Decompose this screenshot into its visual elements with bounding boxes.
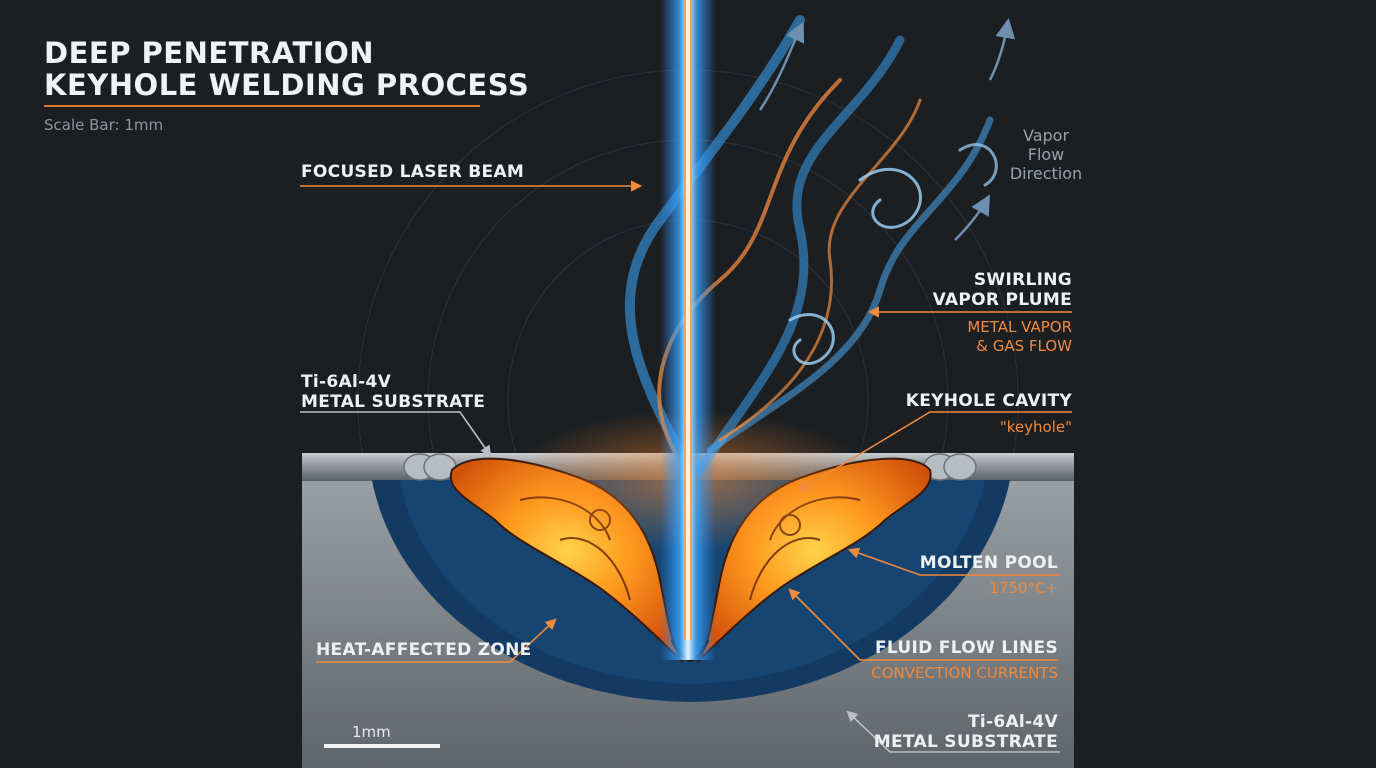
vapor-plume-label-2: VAPOR PLUME [932,290,1072,310]
scale-bar [324,744,440,748]
substrate-bottom-label-2: METAL SUBSTRATE [873,732,1058,752]
laser-beam-label: FOCUSED LASER BEAM [301,162,525,182]
vapor-flow-line2: Flow [1027,145,1065,164]
vapor-flow-line1: Vapor [1022,126,1070,145]
substrate-top-label-1: Ti-6Al-4V [301,372,392,392]
vapor-plume-label-1: SWIRLING [973,270,1072,290]
vapor-flow-direction-label: Vapor Flow Direction [1000,126,1092,183]
molten-pool-label: MOLTEN POOL [919,553,1058,573]
substrate-top-label-2: METAL SUBSTRATE [301,392,486,412]
title-line-1: DEEP PENETRATION [44,36,374,70]
vapor-plume [625,15,998,475]
title-line-2: KEYHOLE WELDING PROCESS [44,68,530,102]
heat-affected-zone-label: HEAT-AFFECTED ZONE [316,640,532,660]
title-underline [44,105,480,107]
keyhole-cavity-label: KEYHOLE CAVITY [905,391,1072,411]
fluid-flow-sub: CONVECTION CURRENTS [871,664,1058,682]
fluid-flow-label: FLUID FLOW LINES [874,638,1058,658]
vapor-plume-sub-1: METAL VAPOR [967,318,1072,336]
leader-lines [300,180,1072,753]
substrate-bottom-label-1: Ti-6Al-4V [967,712,1058,732]
scale-caption: Scale Bar: 1mm [44,116,164,134]
weld-ripples [403,453,977,481]
scale-bar-label: 1mm [352,723,391,741]
molten-pool-temp: 1750°C+ [989,579,1058,597]
vapor-flow-line3: Direction [1009,164,1083,183]
keyhole-cavity-sub: "keyhole" [999,418,1072,436]
vapor-direction-arrows [758,18,1016,241]
vapor-plume-sub-2: & GAS FLOW [976,337,1072,355]
